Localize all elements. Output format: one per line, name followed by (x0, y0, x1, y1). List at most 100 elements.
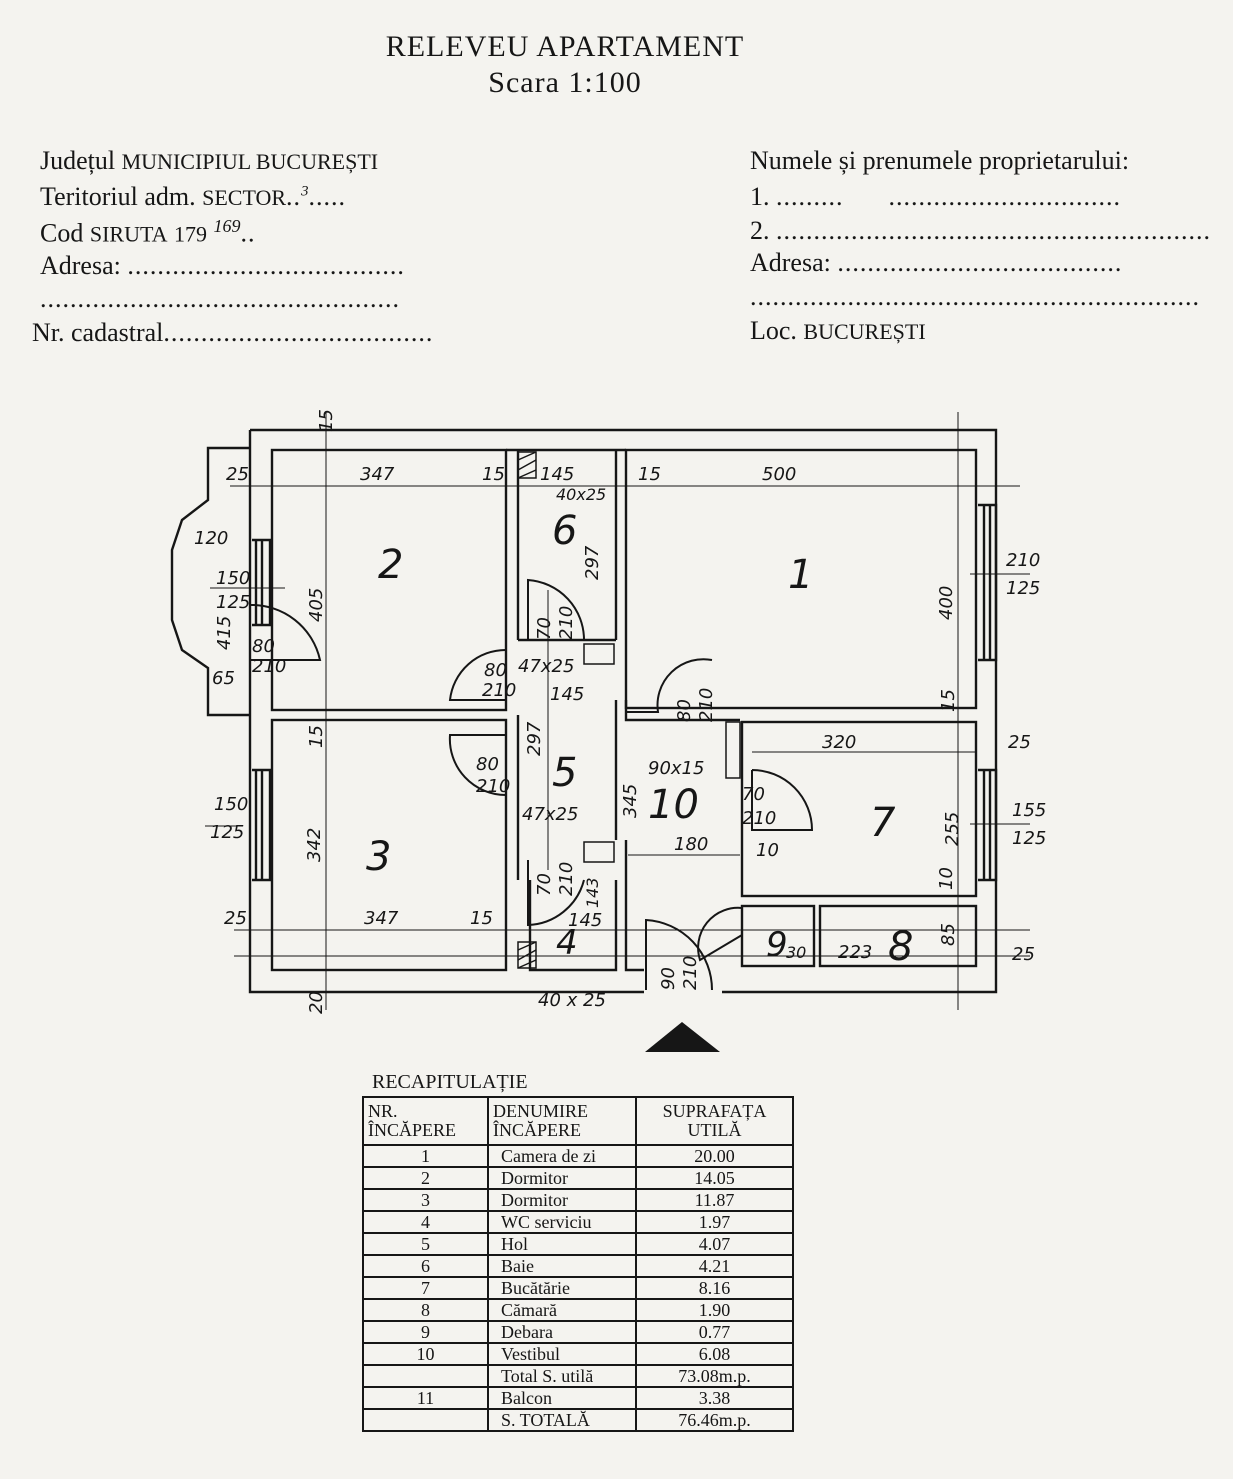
dim-145-mid: 145 (550, 684, 584, 705)
dim-210-balcony: 210 (252, 656, 286, 677)
document-title: RELEVEU APARTAMENT (385, 30, 745, 63)
room-number-9: 9 (766, 925, 788, 965)
judet-value: MUNICIPIUL BUCUREȘTI (121, 149, 379, 174)
dim-500: 500 (762, 464, 796, 485)
room-number-8: 8 (888, 924, 913, 970)
dim-320: 320 (822, 732, 856, 753)
room6-walls (516, 450, 618, 642)
dim-210-right: 210 (1006, 550, 1040, 571)
dim-145-top: 145 (540, 464, 574, 485)
room7-outline (740, 720, 978, 898)
teritoriu-label: Teritoriul adm. (40, 182, 196, 211)
pillar-90x15 (725, 721, 741, 779)
window-room1 (978, 503, 998, 662)
vestibule-wall (624, 840, 644, 972)
dim-70-kitchen: 70 (742, 784, 765, 805)
siruta-caps: SIRUTA (89, 221, 168, 247)
dim-347-bot: 347 (364, 908, 399, 929)
dim-210-door: 210 (680, 956, 701, 990)
owner-label: Numele și prenumele proprietarului: (750, 146, 1130, 175)
document-scale: Scara 1:100 (488, 66, 642, 99)
dim-125-l2: 125 (210, 822, 244, 843)
dim-90x15: 90x15 (648, 758, 704, 779)
dim-15-a: 15 (482, 464, 505, 485)
dim-10-a: 10 (756, 840, 779, 861)
dim-15-l: 15 (306, 725, 327, 748)
dim-25-bl: 25 (224, 908, 247, 929)
adresa-left-field: Adresa: ................................… (40, 251, 405, 280)
dim-20: 20 (306, 991, 327, 1014)
owner-2-label: 2. (750, 216, 770, 245)
shaft-top (583, 643, 615, 665)
dim-143: 143 (583, 877, 602, 908)
dim-80-room3: 80 (476, 754, 499, 775)
recap-title: RECAPITULAȚIE (372, 1071, 528, 1093)
cadastral-label: Nr. cadastral (32, 318, 164, 347)
outer-wall-bottom-left (248, 715, 644, 994)
dimension-lines (205, 412, 1030, 1010)
duct-top (517, 451, 537, 479)
dim-40x25-bot: 40 x 25 (538, 990, 606, 1011)
dim-125-right: 125 (1006, 578, 1040, 599)
north-arrow-icon (645, 1022, 720, 1052)
shaft-bottom (583, 841, 615, 863)
dim-155: 155 (1012, 800, 1046, 821)
door-debara (697, 906, 743, 962)
dim-85: 85 (938, 923, 959, 946)
adresa-right-line2: ........................................… (750, 282, 1200, 311)
plan-walls (170, 428, 998, 994)
dim-65: 65 (212, 668, 235, 689)
dim-210-room2: 210 (482, 680, 516, 701)
dim-125-r2: 125 (1012, 828, 1046, 849)
dim-405: 405 (306, 588, 327, 622)
dim-40x25-top: 40x25 (556, 485, 606, 504)
room-number-5: 5 (552, 750, 577, 796)
teritoriu-value: SECTOR (202, 185, 287, 210)
outer-wall-top-right (250, 428, 998, 994)
dim-25-left: 25 (226, 464, 249, 485)
dim-145-bot: 145 (568, 910, 602, 931)
dim-70-wc: 70 (534, 873, 555, 896)
dim-15-b: 15 (638, 464, 661, 485)
dim-15-r: 15 (938, 689, 959, 712)
dim-342: 342 (304, 828, 325, 862)
door-room3 (448, 734, 507, 797)
judet-field: Județul MUNICIPIUL BUCUREȘTI (40, 146, 378, 176)
window-room2 (252, 538, 272, 627)
door-entrance (645, 918, 714, 991)
dim-25-r3: 25 (1012, 944, 1035, 965)
loc-label: Loc. (750, 316, 797, 345)
header-nr: NR.ÎNCĂPERE (362, 1096, 489, 1146)
room-number-7: 7 (870, 800, 896, 846)
owner-1-label: 1. (750, 182, 770, 211)
siruta-hand: 169 (213, 216, 241, 236)
dim-150-l2: 150 (214, 794, 248, 815)
room8-outline (818, 904, 978, 968)
hall-walls (516, 700, 740, 880)
dim-400: 400 (936, 586, 957, 620)
dim-255: 255 (942, 812, 963, 846)
dim-120: 120 (194, 528, 228, 549)
room-number-6: 6 (552, 508, 577, 554)
owner-2: 2. .....................................… (750, 216, 1211, 245)
dim-347-top: 347 (360, 464, 395, 485)
dim-80-balcony: 80 (252, 636, 275, 657)
loc-field: Loc. BUCUREȘTI (750, 316, 926, 346)
dim-210-wc: 210 (556, 862, 577, 896)
teritoriu-number: 3 (301, 183, 309, 200)
cadastral-field: Nr. cadastral...........................… (32, 318, 434, 347)
dim-210-room1: 210 (696, 688, 717, 722)
